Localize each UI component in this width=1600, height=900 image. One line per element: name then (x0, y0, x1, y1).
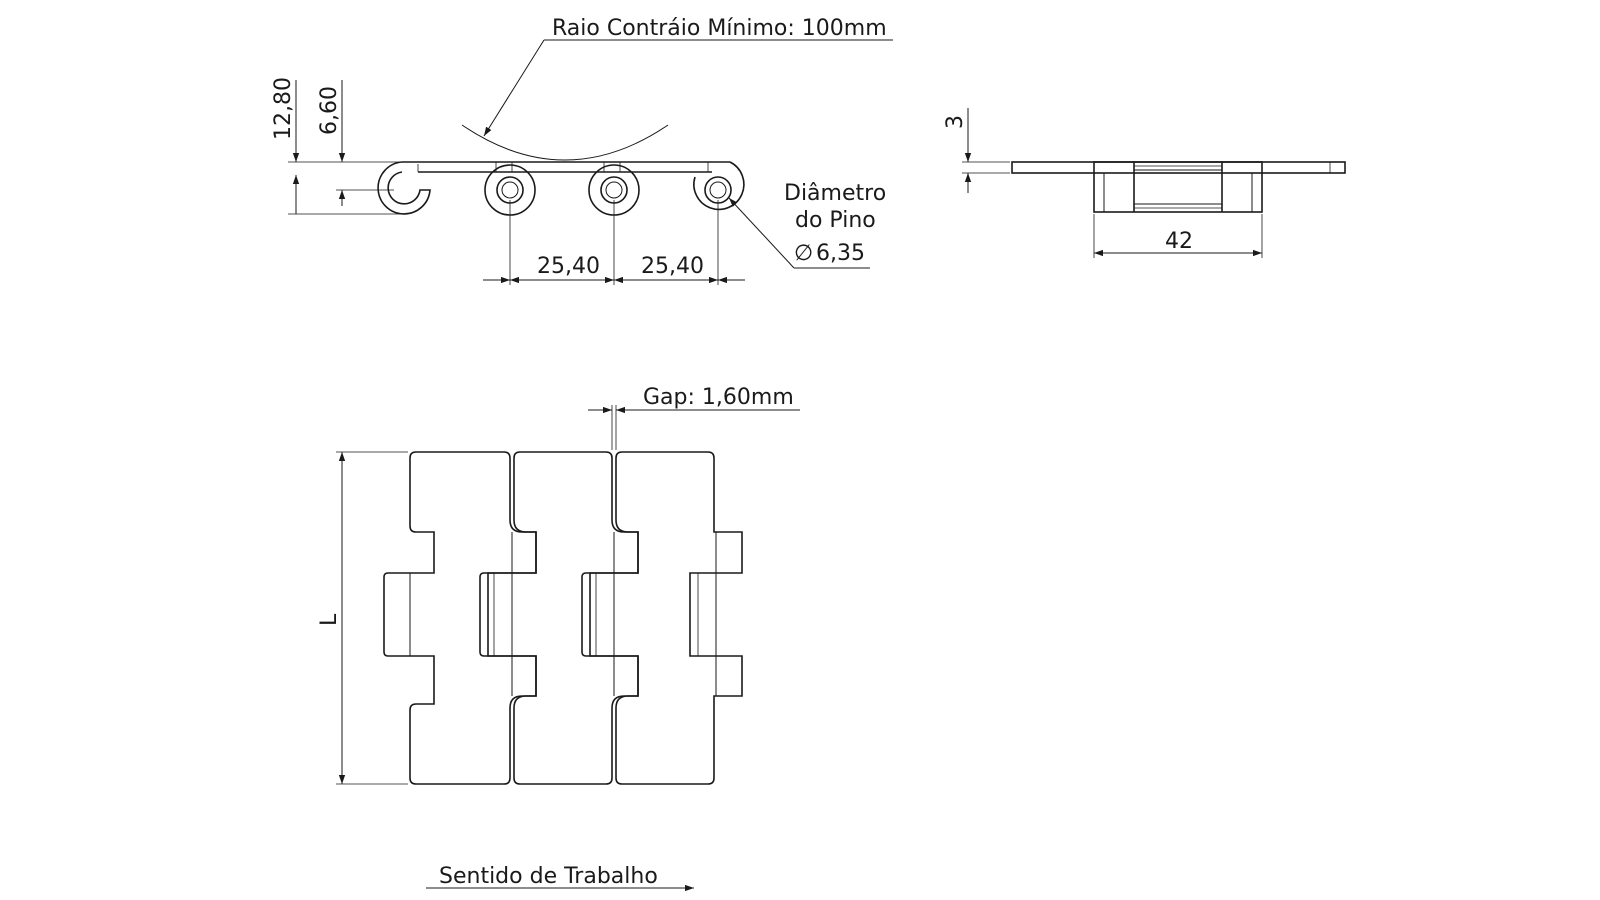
side-view: Raio Contráio Mínimo: 100mm 12,80 6,60 (271, 16, 893, 285)
back-radius-leader (483, 39, 893, 137)
length-dimension (336, 451, 408, 785)
height-pin-label: 6,60 (317, 86, 342, 135)
pin-diameter-symbol: ∅ (794, 241, 813, 266)
hinge-width-dimension (1093, 214, 1263, 258)
top-view-plate-2 (487, 451, 639, 785)
pitch-1-label: 25,40 (537, 254, 600, 279)
end-view-hinge (1093, 161, 1331, 213)
side-view-left-hook (377, 161, 431, 215)
hinge-width-label: 42 (1165, 229, 1193, 254)
pin-diameter-value: 6,35 (816, 241, 865, 266)
pin-label-line2: do Pino (795, 208, 876, 233)
working-direction: Sentido de Trabalho (426, 864, 694, 892)
working-direction-label: Sentido de Trabalho (439, 864, 658, 889)
pin-diameter-leader (728, 197, 870, 269)
back-radius-arc (461, 124, 669, 161)
end-view: 3 42 (943, 108, 1346, 258)
height-total-label: 12,80 (271, 77, 296, 140)
height-dimension-pin (336, 80, 394, 206)
pitch-dimensions (483, 200, 745, 285)
top-view: Gap: 1,60mm L (317, 385, 800, 785)
top-view-plate-3 (589, 451, 743, 785)
thickness-dimension (962, 108, 1010, 193)
side-view-plate (402, 161, 730, 173)
pitch-2-label: 25,40 (641, 254, 704, 279)
back-radius-label: Raio Contráio Mínimo: 100mm (552, 16, 887, 41)
gap-dimension (588, 405, 800, 450)
pin-label-line1: Diâmetro (784, 181, 886, 206)
top-view-pin-lines (409, 532, 717, 696)
height-dimension-total (288, 80, 402, 215)
end-view-plate (1011, 161, 1346, 174)
thickness-label: 3 (943, 115, 968, 129)
gap-label: Gap: 1,60mm (643, 385, 794, 410)
side-view-knuckle-3 (693, 161, 745, 211)
length-label: L (317, 613, 342, 626)
